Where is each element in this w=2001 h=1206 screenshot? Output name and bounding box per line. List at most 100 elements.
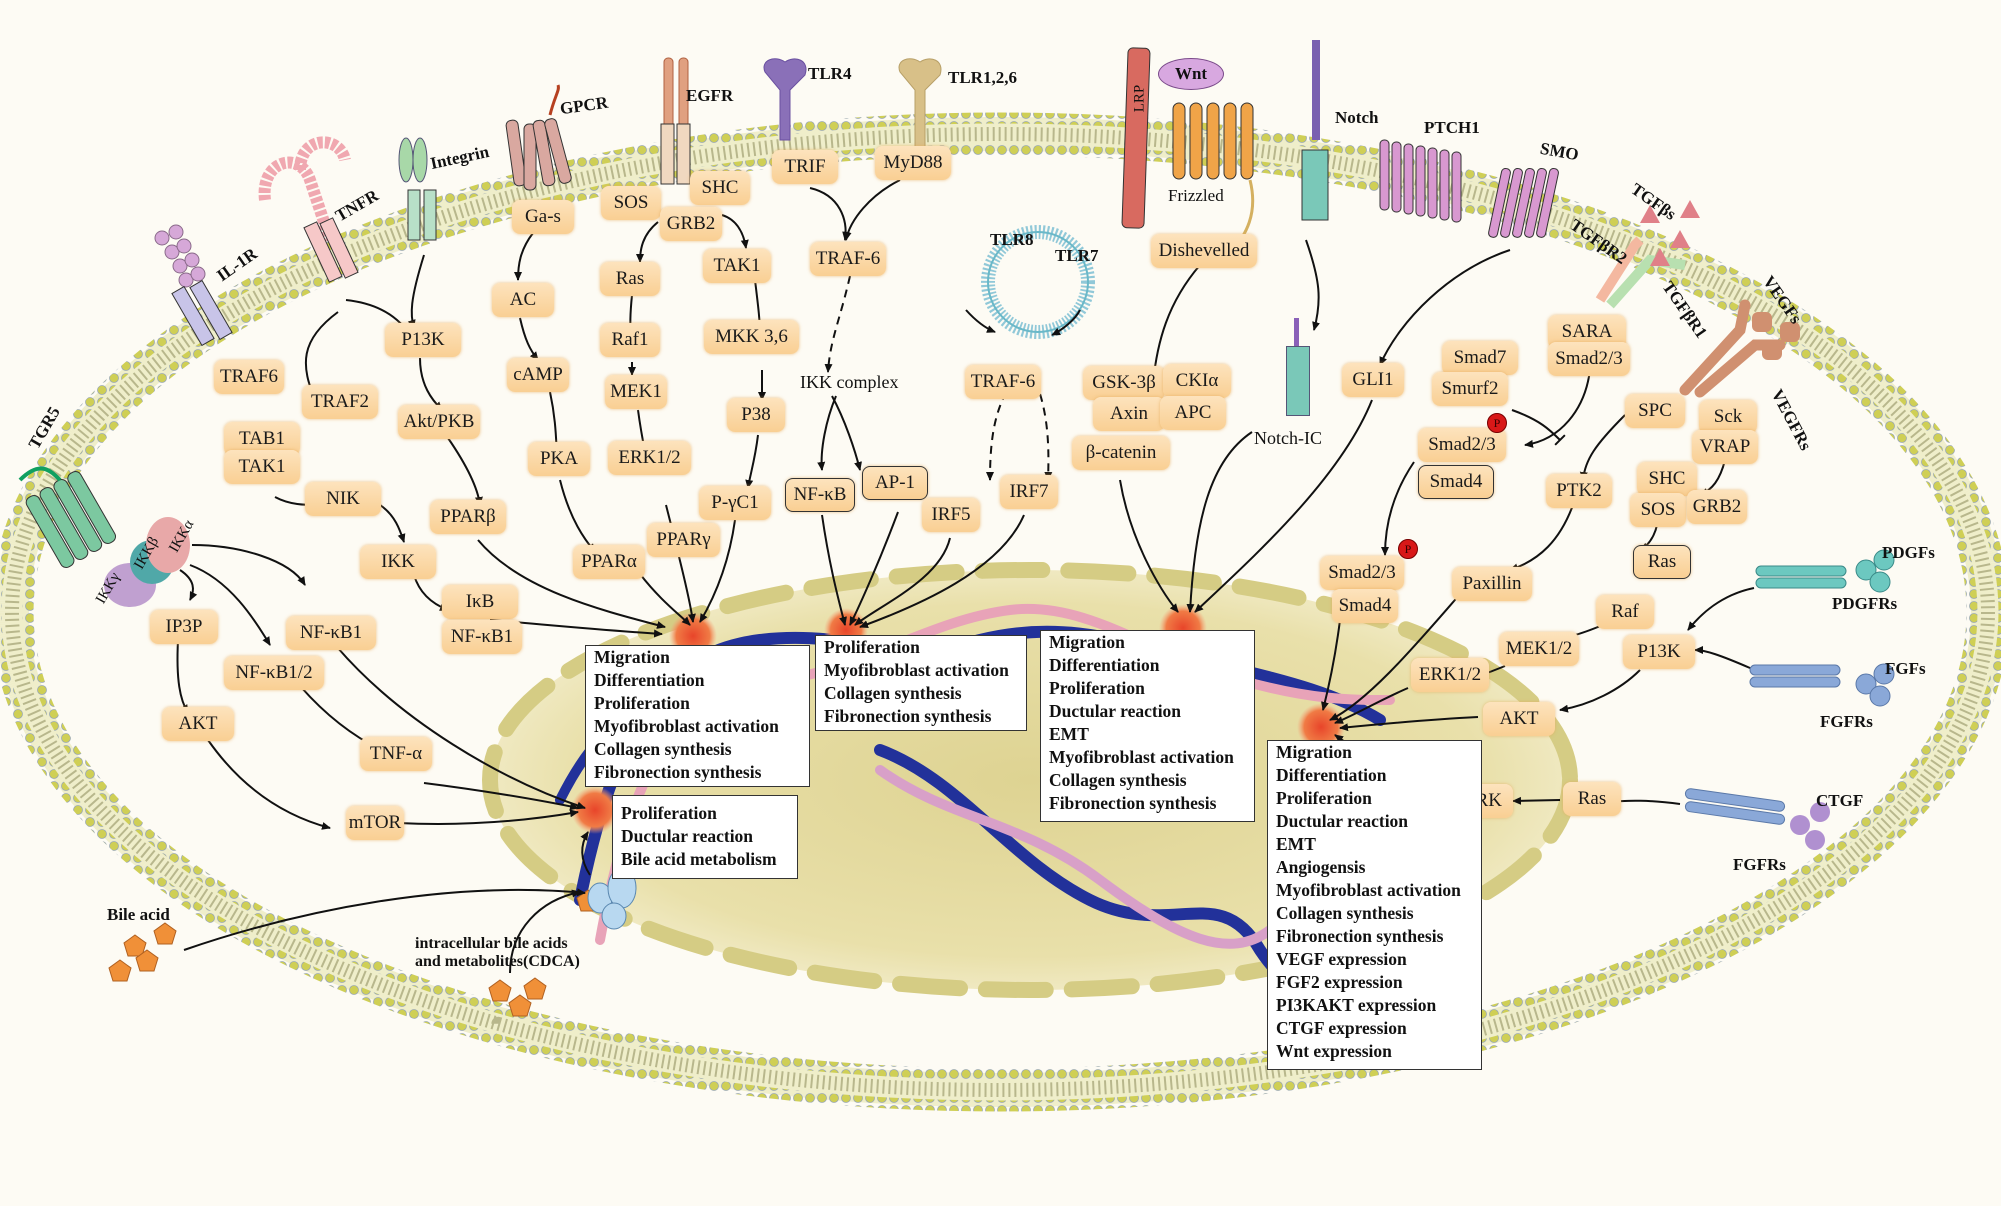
node-ip3p: IP3P <box>150 610 218 644</box>
wnt-ligand: Wnt <box>1158 58 1224 90</box>
label-fgfrs-2: FGFRs <box>1733 855 1786 874</box>
ptch1-receptor <box>1379 139 1462 223</box>
label-tlr4: TLR4 <box>808 64 852 83</box>
outcome-item: Fibronection synthesis <box>594 762 762 782</box>
node-erk12-vegf: ERK1/2 <box>1411 658 1489 692</box>
node-irf5: IRF5 <box>922 498 980 532</box>
notch-ic-fragment <box>1286 318 1310 422</box>
label-tlr126: TLR1,2,6 <box>948 68 1017 87</box>
outcome-box-5: Migration Differentiation Proliferation … <box>1267 740 1482 1070</box>
node-ikb: IκB <box>442 585 518 619</box>
outcome-item: Collagen synthesis <box>824 683 962 703</box>
node-traf6: TRAF6 <box>214 360 284 394</box>
node-smurf2: Smurf2 <box>1432 372 1508 406</box>
node-smad23-nuclear: Smad2/3 <box>1320 556 1404 590</box>
node-nik: NIK <box>305 482 381 516</box>
outcome-item: VEGF expression <box>1276 949 1407 969</box>
outcome-item: Collagen synthesis <box>594 739 732 759</box>
outcome-item: Fibronection synthesis <box>1276 926 1444 946</box>
outcome-item: Migration <box>1049 632 1125 652</box>
label-intracellular-1: intracellular bile acids <box>415 935 568 952</box>
outcome-box-2: Proliferation Myofibroblast activation C… <box>815 635 1027 731</box>
node-smad4-nuclear: Smad4 <box>1332 589 1398 623</box>
node-tnfa: TNF-α <box>360 737 432 771</box>
node-pparb: PPARβ <box>430 500 506 534</box>
outcome-item: Fibronection synthesis <box>1049 793 1217 813</box>
outcome-item: Differentiation <box>594 670 705 690</box>
node-pka: PKA <box>528 442 590 476</box>
label-tlr7: TLR7 <box>1055 246 1099 265</box>
node-sck: Sck <box>1699 400 1757 434</box>
outcome-item: CTGF expression <box>1276 1018 1407 1038</box>
node-p13k-integrin: P13K <box>385 323 461 357</box>
node-ckia: CKIα <box>1163 364 1231 398</box>
fgf-receptor <box>1749 663 1895 707</box>
node-sos-vegf: SOS <box>1630 493 1686 527</box>
outcome-item: Wnt expression <box>1276 1041 1392 1061</box>
gpcr-receptor <box>505 84 572 191</box>
node-smad7: Smad7 <box>1442 341 1518 375</box>
outcome-item: EMT <box>1049 724 1089 744</box>
outcome-item: FGF2 expression <box>1276 972 1403 992</box>
node-ac: AC <box>492 283 554 317</box>
il1r-receptor <box>154 224 233 347</box>
node-ikk-complex: IKK complex <box>800 372 899 392</box>
node-nfkb: NF-κB <box>785 478 855 512</box>
node-shc-vegf: SHC <box>1637 462 1697 496</box>
outcome-item: Ductular reaction <box>1276 811 1409 831</box>
label-frizzled: Frizzled <box>1168 186 1224 205</box>
outcome-item: Collagen synthesis <box>1049 770 1187 790</box>
node-nfkb1-a: NF-κB1 <box>442 620 522 654</box>
label-fgfrs: FGFRs <box>1820 712 1873 731</box>
outcome-item: Myofibroblast activation <box>824 660 1009 680</box>
outcome-item: Differentiation <box>1276 765 1387 785</box>
outcome-item: Proliferation <box>594 693 690 713</box>
outcome-item: Migration <box>1276 742 1352 762</box>
node-ppara: PPARα <box>573 545 645 579</box>
outcome-item: Myofibroblast activation <box>594 716 779 736</box>
bile-acid-molecules <box>108 889 600 1017</box>
node-myd88: MyD88 <box>875 146 951 180</box>
node-irf7: IRF7 <box>1000 475 1058 509</box>
node-axin: Axin <box>1093 397 1165 431</box>
outcome-item: Myofibroblast activation <box>1049 747 1234 767</box>
node-p38: P38 <box>727 398 785 432</box>
node-ras-vegf: Ras <box>1633 545 1691 579</box>
vegf-receptor <box>1679 299 1800 398</box>
endosome-tlr78 <box>981 225 1095 339</box>
notch-receptor <box>1301 40 1329 221</box>
node-gas: Ga-s <box>512 200 574 234</box>
node-camp: cAMP <box>507 358 569 392</box>
node-mtor: mTOR <box>346 806 404 840</box>
outcome-item: Ductular reaction <box>1049 701 1182 721</box>
node-ikk: IKK <box>360 545 436 579</box>
node-mkk36: MKK 3,6 <box>704 320 799 354</box>
label-tlr8: TLR8 <box>990 230 1034 249</box>
node-p13k-pdgf: P13K <box>1623 635 1695 669</box>
node-erk12-egfr: ERK1/2 <box>608 441 691 475</box>
node-dishevelled: Dishevelled <box>1151 234 1257 268</box>
node-bcatenin: β-catenin <box>1072 436 1170 470</box>
label-wnt: Wnt <box>1174 64 1208 83</box>
tlr4-receptor <box>763 58 807 141</box>
node-apc: APC <box>1160 396 1226 430</box>
outcome-box-4: Proliferation Ductular reaction Bile aci… <box>612 795 798 879</box>
node-raf-vegf: Raf <box>1596 595 1654 629</box>
outcome-item: Proliferation <box>824 637 920 657</box>
outcome-item: Collagen synthesis <box>1276 903 1414 923</box>
node-smad4-a: Smad4 <box>1418 465 1494 499</box>
label-fgfs: FGFs <box>1885 659 1926 678</box>
outcome-item: Proliferation <box>621 803 717 823</box>
node-traf6-endosome: TRAF-6 <box>965 365 1041 399</box>
node-sos-egfr: SOS <box>601 186 661 220</box>
label-ptch1: PTCH1 <box>1424 118 1480 137</box>
node-nfkb12: NF-κB1/2 <box>224 656 324 690</box>
node-grb2-vegf: GRB2 <box>1687 490 1747 524</box>
node-grb2-egfr: GRB2 <box>660 207 722 241</box>
cell-membrane <box>0 112 2001 1112</box>
node-spc: SPC <box>1625 394 1685 428</box>
node-shc-egfr: SHC <box>690 171 750 205</box>
label-intracellular-2: and metabolites(CDCA) <box>415 953 580 970</box>
